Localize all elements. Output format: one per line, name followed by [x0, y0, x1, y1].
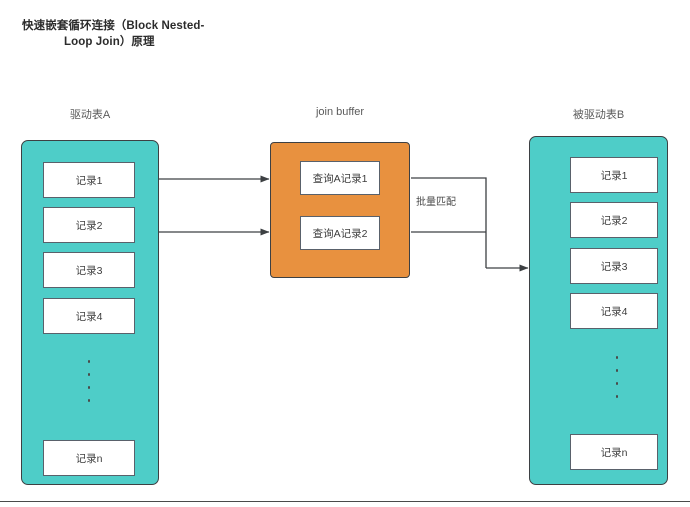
driven-table-record: 记录4: [570, 293, 658, 329]
driven-table-ellipsis: [612, 356, 622, 408]
driven-table-record-last: 记录n: [570, 434, 658, 470]
driving-table-record: 记录2: [43, 207, 135, 243]
driving-table-record-last: 记录n: [43, 440, 135, 476]
join-buffer-record: 查询A记录1: [300, 161, 380, 195]
page-title: 快速嵌套循环连接（Block Nested- Loop Join）原理: [22, 18, 322, 50]
join-buffer-record: 查询A记录2: [300, 216, 380, 250]
connector-buffer-top-outlet: [411, 177, 487, 268]
batch-match-label: 批量匹配: [414, 192, 458, 209]
driven-table-record: 记录3: [570, 248, 658, 284]
join-buffer-caption: join buffer: [315, 106, 365, 118]
driven-table-record: 记录2: [570, 202, 658, 238]
driving-table-record: 记录4: [43, 298, 135, 334]
driving-table-ellipsis: [84, 360, 94, 412]
driving-table-record: 记录1: [43, 162, 135, 198]
driven-table-record: 记录1: [570, 157, 658, 193]
driven-table-caption: 被驱动表B: [572, 109, 625, 121]
driving-table-record: 记录3: [43, 252, 135, 288]
page-title-line-1: 快速嵌套循环连接（Block Nested-: [22, 20, 205, 32]
page-title-line-2: Loop Join）原理: [64, 36, 155, 48]
bottom-divider: [0, 501, 690, 502]
driving-table-caption: 驱动表A: [69, 109, 111, 121]
